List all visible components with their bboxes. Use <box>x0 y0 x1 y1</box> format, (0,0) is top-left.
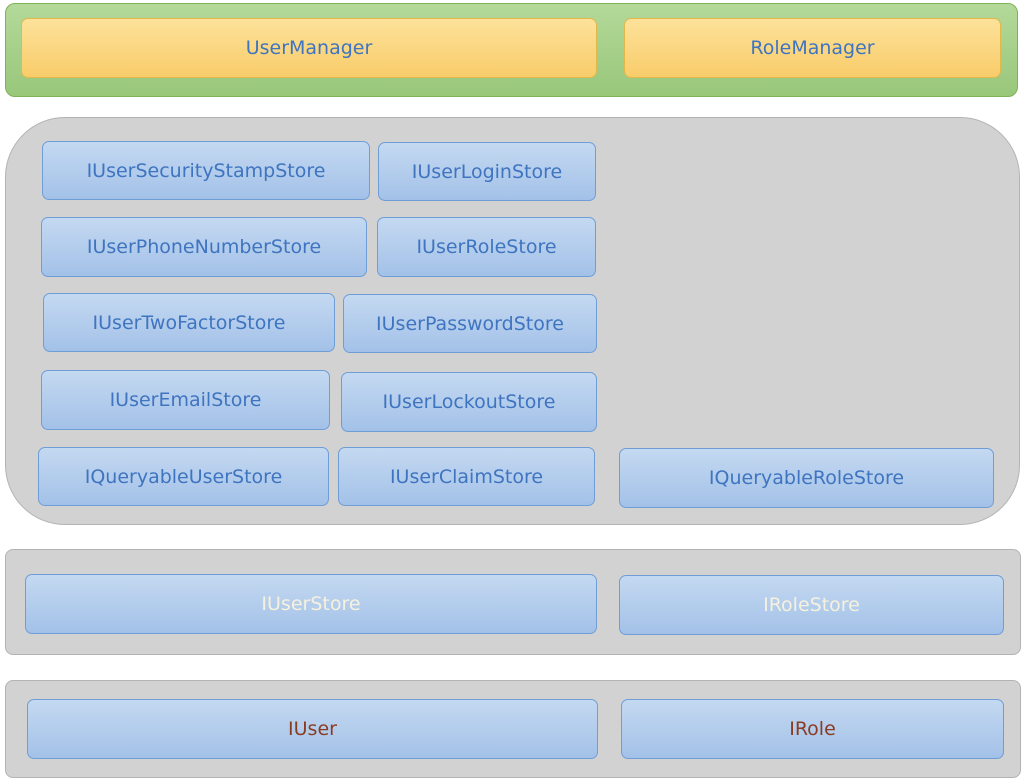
user-manager-box: UserManager <box>21 18 597 78</box>
iuser-security-stamp-store-box: IUserSecurityStampStore <box>42 141 370 200</box>
irole-box: IRole <box>621 699 1004 759</box>
iuser-phone-number-store-box: IUserPhoneNumberStore <box>41 217 367 277</box>
iuser-two-factor-store-box: IUserTwoFactorStore <box>43 293 335 352</box>
iqueryable-role-store-box: IQueryableRoleStore <box>619 448 994 508</box>
iuser-role-store-box: IUserRoleStore <box>377 217 596 277</box>
iqueryable-user-store-box: IQueryableUserStore <box>38 447 329 506</box>
irole-store-box: IRoleStore <box>619 575 1004 635</box>
role-manager-box: RoleManager <box>624 18 1001 78</box>
iuser-lockout-store-box: IUserLockoutStore <box>341 372 597 432</box>
iuser-email-store-box: IUserEmailStore <box>41 370 330 430</box>
iuser-login-store-box: IUserLoginStore <box>378 142 596 201</box>
iuser-password-store-box: IUserPasswordStore <box>343 294 597 353</box>
iuser-store-box: IUserStore <box>25 574 597 634</box>
iuser-claim-store-box: IUserClaimStore <box>338 447 595 506</box>
iuser-box: IUser <box>27 699 598 759</box>
